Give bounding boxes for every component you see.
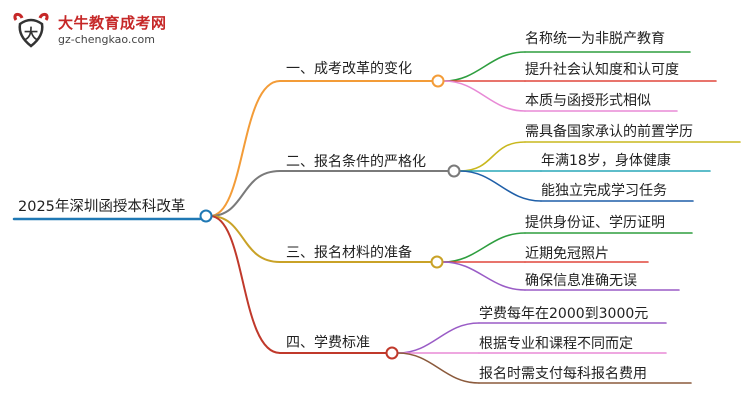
branch-node-circle bbox=[447, 164, 461, 178]
site-logo: 大 大牛教育成考网 gz-chengkao.com bbox=[8, 10, 198, 52]
leaf-connector bbox=[397, 352, 480, 384]
leaf-connector bbox=[459, 170, 542, 202]
branch-label-requirements: 二、报名条件的严格化 bbox=[286, 154, 426, 170]
branch-connector bbox=[209, 80, 281, 217]
root-node-label: 2025年深圳函授本科改革 bbox=[18, 199, 186, 215]
leaf-connector bbox=[442, 232, 526, 263]
leaf-label: 学费每年在2000到3000元 bbox=[479, 306, 649, 322]
logo-url: gz-chengkao.com bbox=[58, 33, 155, 46]
branch-connector bbox=[209, 215, 281, 354]
branch-node-circle bbox=[430, 255, 444, 269]
branch-node-circle bbox=[385, 346, 399, 360]
leaf-label: 需具备国家承认的前置学历 bbox=[525, 124, 693, 140]
leaf-label: 报名时需支付每科报名费用 bbox=[479, 366, 647, 382]
leaf-label: 年满18岁，身体健康 bbox=[541, 153, 671, 169]
leaf-label: 提升社会认知度和认可度 bbox=[525, 62, 679, 78]
leaf-label: 近期免冠照片 bbox=[525, 246, 609, 262]
branch-label-changes: 一、成考改革的变化 bbox=[286, 61, 412, 77]
leaf-label: 确保信息准确无误 bbox=[525, 273, 637, 289]
leaf-connector bbox=[443, 80, 526, 112]
leaf-connector bbox=[459, 141, 526, 172]
svg-text:大: 大 bbox=[24, 26, 38, 43]
mind-map-links bbox=[12, 51, 741, 384]
leaf-label: 本质与函授形式相似 bbox=[525, 93, 651, 109]
leaf-connector bbox=[442, 261, 526, 291]
leaf-label: 能独立完成学习任务 bbox=[541, 183, 667, 199]
logo-title: 大牛教育成考网 bbox=[58, 14, 167, 32]
mind-map-nodes bbox=[199, 74, 461, 360]
leaf-connector bbox=[443, 51, 526, 82]
leaf-connector bbox=[397, 322, 480, 354]
branch-label-materials: 三、报名材料的准备 bbox=[286, 245, 412, 261]
leaf-label: 名称统一为非脱产教育 bbox=[525, 31, 665, 47]
branch-node-circle bbox=[431, 74, 445, 88]
bull-logo-icon: 大 bbox=[13, 12, 49, 48]
root-node-circle bbox=[199, 209, 213, 223]
branch-connector bbox=[209, 215, 281, 263]
branch-label-tuition: 四、学费标准 bbox=[286, 335, 370, 351]
leaf-label: 根据专业和课程不同而定 bbox=[479, 336, 633, 352]
branch-connector bbox=[209, 170, 281, 217]
leaf-label: 提供身份证、学历证明 bbox=[525, 215, 665, 231]
